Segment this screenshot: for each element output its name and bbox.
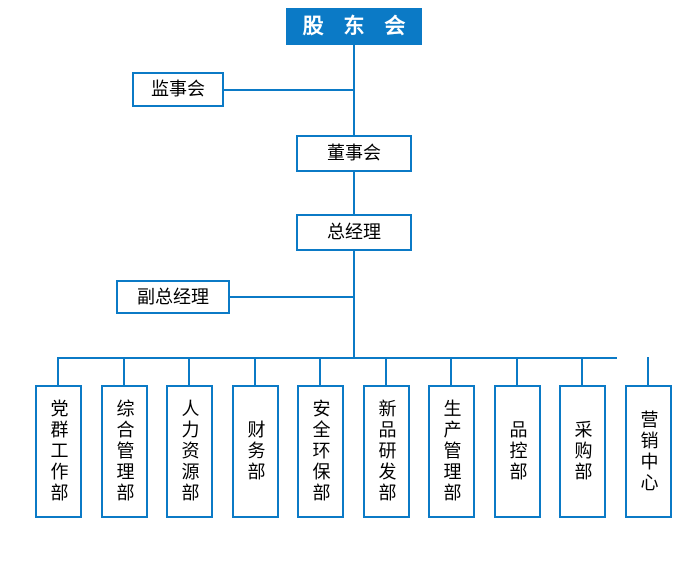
node-department[interactable]: 党群工作部 (35, 385, 82, 518)
connector-drop-10 (647, 357, 649, 385)
node-board-of-supervisors[interactable]: 监事会 (132, 72, 224, 107)
connector-gm-to-deputy (230, 296, 354, 298)
node-general-manager-label: 总经理 (327, 222, 381, 243)
node-department-label: 党群工作部 (48, 399, 69, 504)
node-department[interactable]: 综合管理部 (101, 385, 148, 518)
node-department[interactable]: 财务部 (232, 385, 279, 518)
node-department-label: 营销中心 (638, 409, 659, 494)
node-department-label: 新品研发部 (376, 399, 397, 504)
node-deputy-general-manager-label: 副总经理 (137, 286, 209, 307)
node-department-label: 生产管理部 (441, 399, 462, 504)
node-deputy-general-manager[interactable]: 副总经理 (116, 280, 230, 314)
node-department-label: 安全环保部 (310, 399, 331, 504)
node-board-of-supervisors-label: 监事会 (151, 79, 205, 100)
connector-drop-1 (57, 357, 59, 385)
connector-drop-7 (450, 357, 452, 385)
connector-drop-9 (581, 357, 583, 385)
connector-department-bus (57, 357, 617, 359)
node-department-label: 人力资源部 (179, 399, 200, 504)
node-board-of-directors-label: 董事会 (327, 143, 381, 164)
node-general-manager[interactable]: 总经理 (296, 214, 412, 251)
node-department[interactable]: 人力资源部 (166, 385, 213, 518)
connector-drop-4 (254, 357, 256, 385)
node-shareholders-meeting[interactable]: 股 东 会 (286, 8, 422, 45)
connector-shareholders-to-board (353, 45, 355, 135)
node-department-label: 综合管理部 (114, 399, 135, 504)
connector-board-to-gm (353, 172, 355, 214)
node-department[interactable]: 生产管理部 (428, 385, 475, 518)
connector-gm-to-departments (353, 251, 355, 358)
node-department[interactable]: 采购部 (559, 385, 606, 518)
node-board-of-directors[interactable]: 董事会 (296, 135, 412, 172)
node-department-label: 财务部 (245, 420, 266, 483)
node-department-label: 品控部 (507, 420, 528, 483)
node-department[interactable]: 新品研发部 (363, 385, 410, 518)
connector-drop-6 (385, 357, 387, 385)
node-department[interactable]: 营销中心 (625, 385, 672, 518)
connector-drop-5 (319, 357, 321, 385)
connector-drop-2 (123, 357, 125, 385)
connector-drop-3 (188, 357, 190, 385)
connector-drop-8 (516, 357, 518, 385)
node-department[interactable]: 安全环保部 (297, 385, 344, 518)
node-shareholders-meeting-label: 股 东 会 (302, 14, 413, 38)
node-department[interactable]: 品控部 (494, 385, 541, 518)
node-department-label: 采购部 (572, 420, 593, 483)
connector-shareholders-to-supervisors (224, 89, 354, 91)
